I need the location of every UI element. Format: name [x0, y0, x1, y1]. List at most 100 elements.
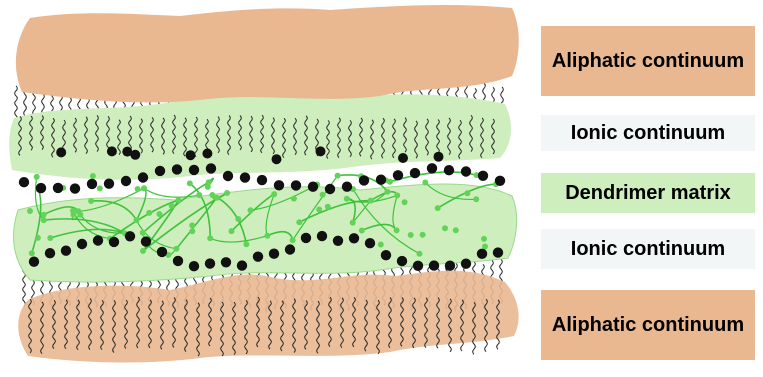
dendrimer-node: [169, 203, 175, 209]
dendrimer-node: [290, 237, 296, 243]
dendrimer-node: [378, 242, 384, 248]
ion-particle: [461, 166, 471, 176]
ion-particle: [53, 183, 63, 193]
dendrimer-node: [235, 216, 241, 222]
dendrimer-node: [229, 228, 235, 234]
aliphatic-layer-top: [16, 5, 519, 102]
ion-particle: [157, 247, 167, 257]
ion-particle: [381, 250, 391, 260]
ion-particle: [189, 261, 199, 271]
ion-particle: [272, 154, 282, 164]
dendrimer-node: [387, 179, 393, 185]
ion-particle: [410, 168, 420, 178]
ion-particle: [316, 146, 326, 156]
ion-particle: [342, 182, 352, 192]
dendrimer-node: [35, 235, 41, 241]
dendrimer-node: [350, 220, 356, 226]
dendrimer-node: [453, 227, 459, 233]
ion-particle: [461, 259, 471, 269]
dendrimer-node: [344, 196, 350, 202]
ion-particle: [285, 244, 295, 254]
ion-particle: [257, 175, 267, 185]
dendrimer-matrix-layer: [14, 184, 517, 282]
ion-particle: [19, 177, 29, 187]
ion-particle: [397, 256, 407, 266]
dendrimer-node: [173, 246, 179, 252]
dendrimer-node: [88, 198, 94, 204]
ion-particle: [138, 172, 148, 182]
dendrimer-node: [189, 222, 195, 228]
dendrimer-node: [41, 212, 47, 218]
dendrimer-node: [422, 180, 428, 186]
ion-particle: [205, 258, 215, 268]
ion-particle: [427, 163, 437, 173]
legend-label-dendrimer: Dendrimer matrix: [565, 181, 731, 205]
ion-particle: [125, 231, 135, 241]
ion-particle: [141, 236, 151, 246]
dendrimer-node: [296, 219, 302, 225]
ion-particle: [77, 239, 87, 249]
ion-particle: [70, 183, 80, 193]
ion-particle: [325, 184, 335, 194]
ion-particle: [155, 166, 165, 176]
dendrimer-node: [134, 217, 140, 223]
ion-particle: [221, 257, 231, 267]
dendrimer-node: [97, 185, 103, 191]
dendrimer-node: [140, 230, 146, 236]
ion-particle: [478, 171, 488, 181]
legend-ionic-continuum-bottom: Ionic continuum: [541, 229, 755, 269]
ion-particle: [189, 165, 199, 175]
ion-particle: [186, 150, 196, 160]
dendrimer-node: [76, 208, 82, 214]
dendrimer-node: [47, 235, 53, 241]
legend-aliphatic-continuum-top: Aliphatic continuum: [541, 26, 755, 96]
ion-particle: [107, 146, 117, 156]
dendrimer-node: [368, 198, 374, 204]
ion-particle: [413, 261, 423, 271]
legend-label-ionic-top: Ionic continuum: [571, 121, 725, 145]
legend-aliphatic-continuum-bottom: Aliphatic continuum: [541, 290, 755, 360]
dendrimer-node: [34, 174, 40, 180]
dendrimer-node: [384, 189, 390, 195]
ion-particle: [493, 247, 503, 257]
dendrimer-node: [335, 173, 341, 179]
ion-particle: [317, 231, 327, 241]
ion-particle: [206, 163, 216, 173]
ion-particle: [109, 237, 119, 247]
dendrimer-node: [196, 192, 202, 198]
ion-particle: [173, 256, 183, 266]
legend-dendrimer-matrix: Dendrimer matrix: [541, 173, 755, 213]
dendrimer-node: [141, 185, 147, 191]
dendrimer-node: [316, 207, 322, 213]
dendrimer-node: [187, 180, 193, 186]
dendrimer-node: [248, 207, 254, 213]
ion-particle: [29, 257, 39, 267]
dendrimer-node: [189, 228, 195, 234]
dendrimer-node: [27, 208, 33, 214]
ion-particle: [359, 175, 369, 185]
ion-particle: [349, 233, 359, 243]
legend-ionic-continuum-top: Ionic continuum: [541, 115, 755, 151]
dendrimer-node: [209, 192, 215, 198]
ion-particle: [172, 164, 182, 174]
dendrimer-node: [90, 173, 96, 179]
ion-particle: [429, 260, 439, 270]
dendrimer-node: [135, 186, 141, 192]
ion-particle: [477, 249, 487, 259]
ion-particle: [93, 235, 103, 245]
dendrimer-node: [417, 251, 423, 257]
dendrimer-node: [243, 241, 249, 247]
ion-particle: [444, 165, 454, 175]
ion-particle: [495, 176, 505, 186]
ion-particle: [253, 252, 263, 262]
ion-particle: [56, 147, 66, 157]
ion-particle: [61, 246, 71, 256]
dendrimer-node: [420, 232, 426, 238]
dendrimer-node: [359, 228, 365, 234]
dendrimer-node: [207, 235, 213, 241]
dendrimer-node: [140, 248, 146, 254]
legend-label-aliphatic-bottom: Aliphatic continuum: [552, 313, 744, 337]
dendrimer-node: [394, 227, 400, 233]
ion-particle: [223, 171, 233, 181]
ion-particle: [301, 233, 311, 243]
